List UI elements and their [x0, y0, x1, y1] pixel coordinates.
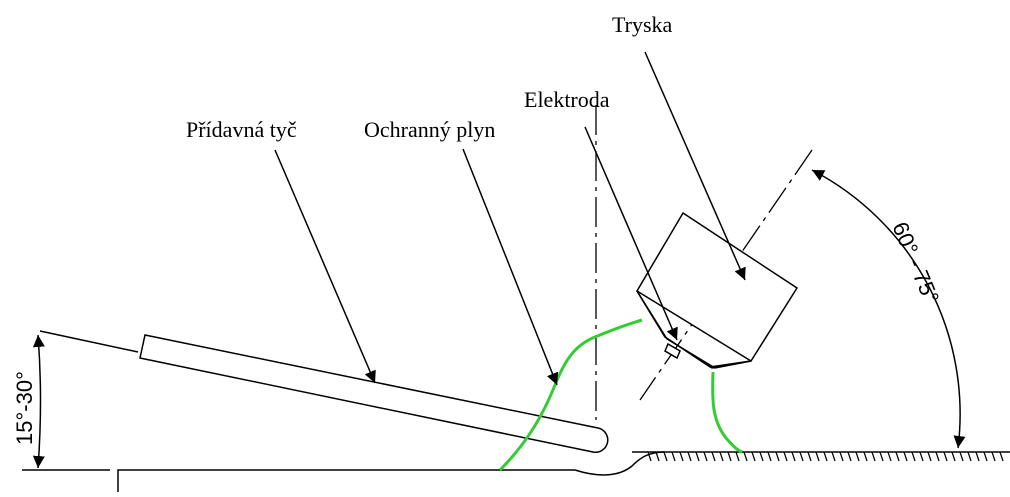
hatch-tick: [679, 451, 684, 462]
hatch-tick: [751, 451, 756, 462]
nozzle-leader: [644, 51, 746, 281]
gas-leader: [462, 148, 559, 386]
hatch-tick: [663, 451, 668, 462]
electrode-tip: [664, 342, 681, 360]
nozzle-label: Tryska: [612, 12, 673, 37]
hatch-tick: [815, 451, 820, 462]
shielding-gas-label: Ochranný plyn: [364, 117, 495, 142]
gas-line-right: [711, 371, 743, 454]
hatch-tick: [863, 451, 868, 462]
filler-rod-label: Přídavná tyč: [186, 117, 297, 142]
hatch-tick: [991, 451, 996, 462]
nozzle-body: [635, 211, 799, 363]
hatch-tick: [935, 451, 940, 462]
hatch-tick: [887, 451, 892, 462]
hatch-tick: [855, 451, 860, 462]
hatch-tick: [719, 451, 724, 462]
hatch-tick: [695, 451, 700, 462]
nozzle: [635, 211, 799, 369]
shielding-gas: [498, 318, 743, 472]
hatch-tick: [983, 451, 988, 462]
hatch-tick: [879, 451, 884, 462]
hatch-tick: [951, 451, 956, 462]
workpiece: [22, 451, 1010, 492]
hatch-tick: [959, 451, 964, 462]
hatch-tick: [831, 451, 836, 462]
hatch-tick: [703, 451, 708, 462]
hatch-tick: [927, 451, 932, 462]
hatch-tick: [767, 451, 772, 462]
hatch-tick: [687, 451, 692, 462]
hatch-tick: [839, 451, 844, 462]
workpiece-surface-left: [117, 469, 575, 492]
hatch-tick: [671, 451, 676, 462]
hatch-tick: [775, 451, 780, 462]
rod-angle-extension-line: [39, 330, 139, 353]
hatch-tick: [847, 451, 852, 462]
surface-hatching: [647, 451, 1004, 462]
hatch-tick: [919, 451, 924, 462]
hatch-tick: [783, 451, 788, 462]
rod-angle-arc: [32, 334, 45, 469]
hatch-tick: [807, 451, 812, 462]
weld-bead: [574, 451, 666, 476]
hatch-tick: [791, 451, 796, 462]
hatch-tick: [895, 451, 900, 462]
hatch-tick: [799, 451, 804, 462]
hatch-tick: [743, 451, 748, 462]
rod-angle-label: 15°-30°: [12, 371, 37, 445]
electrode-label: Elektroda: [524, 87, 610, 112]
hatch-tick: [759, 451, 764, 462]
hatch-tick: [871, 451, 876, 462]
hatch-tick: [647, 451, 652, 462]
hatch-tick: [655, 451, 660, 462]
hatch-tick: [967, 451, 972, 462]
hatch-tick: [711, 451, 716, 462]
filler-rod: [139, 334, 609, 454]
hatch-tick: [903, 451, 908, 462]
torch-angle-arc: [811, 169, 966, 449]
torch-angle-label: 60° - 75°: [887, 218, 944, 307]
hatch-tick: [823, 451, 828, 462]
hatch-tick: [999, 451, 1004, 462]
hatch-tick: [943, 451, 948, 462]
electrode-leader: [584, 126, 678, 341]
hatch-tick: [735, 451, 740, 462]
hatch-tick: [975, 451, 980, 462]
rod-leader: [274, 149, 376, 384]
gas-line-left: [498, 318, 643, 472]
hatch-tick: [911, 451, 916, 462]
hatch-tick: [727, 451, 732, 462]
